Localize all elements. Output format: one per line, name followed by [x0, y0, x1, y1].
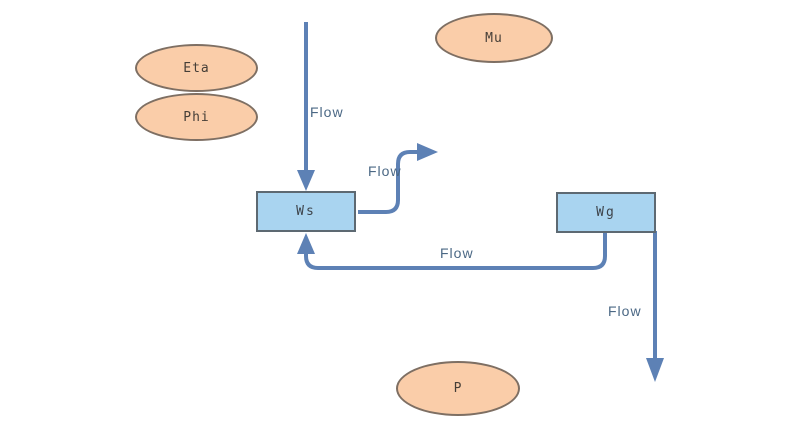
flow-arrow-wg-to-ws[interactable] [297, 233, 607, 270]
stock-node-wg-label: Wg [596, 205, 616, 220]
variable-node-eta-label: Eta [183, 60, 210, 76]
variable-node-p[interactable]: P [396, 361, 520, 416]
flow-label-outflow-ws: Flow [368, 163, 402, 179]
flow-arrow-inflow-ws[interactable] [297, 22, 315, 191]
stock-node-ws[interactable]: Ws [256, 191, 356, 232]
variable-node-mu[interactable]: Mu [435, 13, 553, 63]
stock-node-wg[interactable]: Wg [556, 192, 656, 233]
flow-label-inflow-ws: Flow [310, 104, 344, 120]
stock-node-ws-label: Ws [296, 204, 316, 219]
variable-node-phi[interactable]: Phi [135, 93, 258, 141]
variable-node-p-label: P [453, 381, 463, 396]
flow-arrow-outflow-wg[interactable] [646, 231, 664, 382]
variable-node-phi-label: Phi [183, 109, 210, 125]
variable-node-mu-label: Mu [485, 30, 503, 46]
flow-label-wg-to-ws: Flow [440, 245, 474, 261]
flow-arrow-outflow-ws[interactable] [358, 143, 438, 214]
flow-label-outflow-wg: Flow [608, 303, 642, 319]
variable-node-eta[interactable]: Eta [135, 44, 258, 92]
